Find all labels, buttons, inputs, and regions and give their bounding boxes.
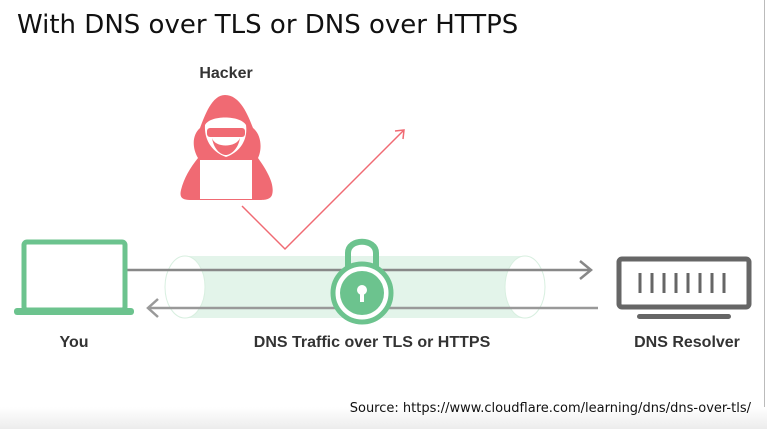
deflected-attack-arrow bbox=[241, 129, 405, 251]
source-citation: Source: https://www.cloudflare.com/learn… bbox=[349, 401, 751, 416]
hacker-label: Hacker bbox=[199, 65, 253, 82]
resolver-label: DNS Resolver bbox=[634, 334, 740, 351]
dns-resolver-icon bbox=[616, 256, 752, 319]
slide-title: With DNS over TLS or DNS over HTTPS bbox=[17, 10, 519, 40]
laptop-icon bbox=[14, 239, 134, 315]
you-label: You bbox=[59, 334, 89, 351]
slide-border bbox=[764, 0, 765, 429]
hacker-icon bbox=[180, 95, 273, 200]
lock-icon bbox=[330, 238, 394, 325]
traffic-label: DNS Traffic over TLS or HTTPS bbox=[253, 334, 491, 351]
